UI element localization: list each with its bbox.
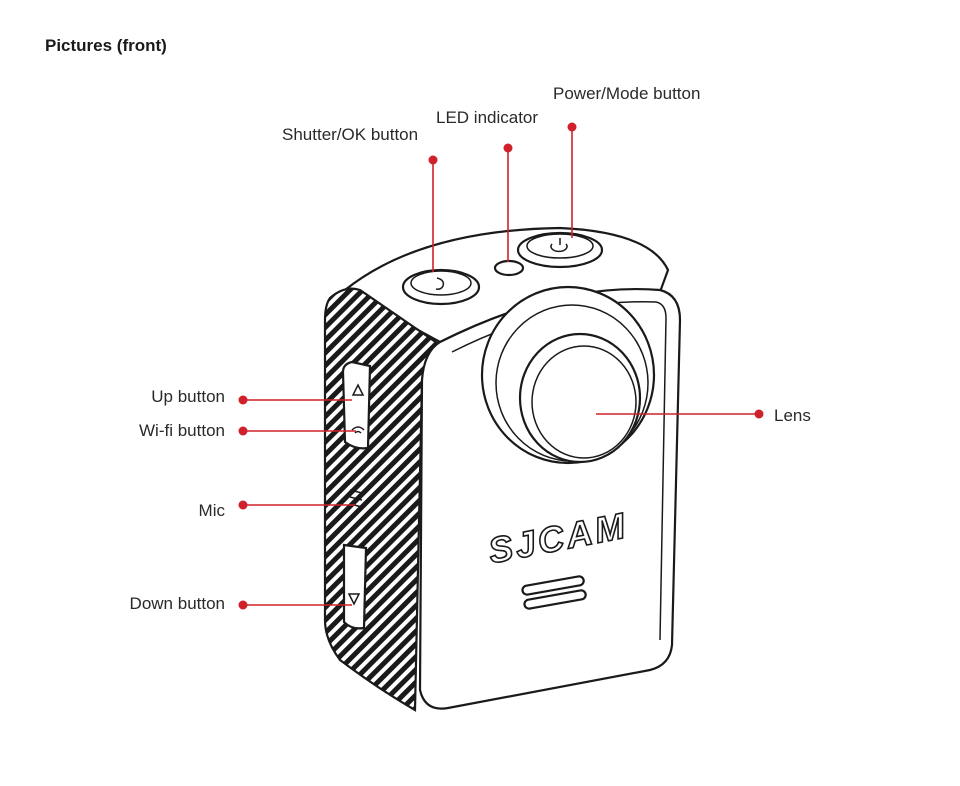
- label-lens: Lens: [774, 406, 811, 425]
- label-power-mode-button: Power/Mode button: [553, 84, 700, 103]
- led-indicator-graphic: [493, 259, 525, 277]
- speaker-grille: [521, 575, 587, 610]
- page-title: Pictures (front): [45, 36, 167, 55]
- lens-graphic: [480, 285, 656, 465]
- label-wifi-button: Wi-fi button: [139, 421, 225, 440]
- callout-leaders: [238, 122, 764, 610]
- label-down-button: Down button: [130, 594, 225, 613]
- label-up-button: Up button: [151, 387, 225, 406]
- camera-body: [323, 226, 682, 712]
- label-led-indicator: LED indicator: [436, 108, 538, 127]
- label-mic: Mic: [199, 501, 226, 520]
- label-shutter-ok-button: Shutter/OK button: [282, 125, 418, 144]
- power-mode-button-graphic: [516, 231, 604, 269]
- shutter-ok-button-graphic: [401, 268, 481, 306]
- side-buttons: [341, 360, 372, 630]
